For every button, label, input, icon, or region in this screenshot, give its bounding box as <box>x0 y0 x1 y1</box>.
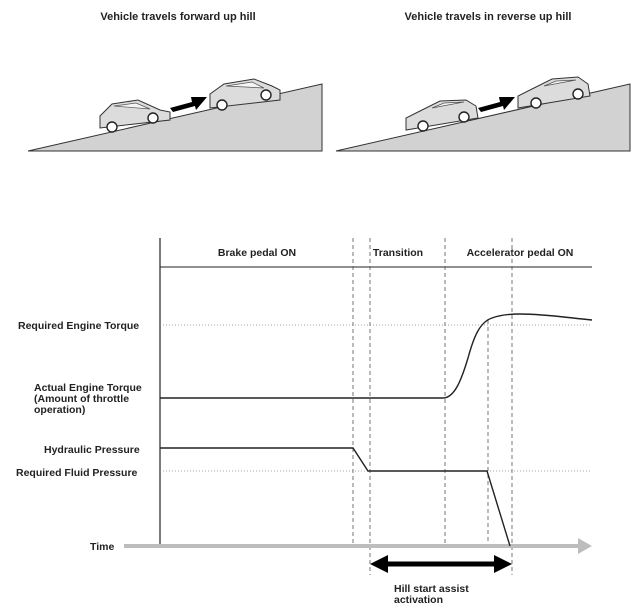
hydraulic-pressure-line <box>160 447 511 547</box>
timing-chart: Brake pedal ON Transition Accelerator pe… <box>16 238 593 606</box>
hsa-label-line2: activation <box>394 594 443 606</box>
required-fluid-pressure-label: Required Fluid Pressure <box>16 467 138 479</box>
hsa-activation-arrow-icon <box>370 555 512 573</box>
time-axis <box>124 538 592 554</box>
forward-scene <box>27 78 323 152</box>
required-engine-torque-label: Required Engine Torque <box>18 320 139 332</box>
time-axis-label: Time <box>90 541 114 553</box>
engine-torque-curve <box>160 313 593 399</box>
reverse-scene <box>335 76 631 152</box>
reverse-scene-caption: Vehicle travels in reverse up hill <box>405 11 572 23</box>
arrow-right-icon <box>478 97 515 112</box>
phase-transition-label: Transition <box>373 247 423 259</box>
arrow-right-icon <box>170 97 207 112</box>
forward-scene-caption: Vehicle travels forward up hill <box>100 11 255 23</box>
hydraulic-pressure-label: Hydraulic Pressure <box>44 444 140 456</box>
car-icon <box>99 99 171 133</box>
phase-dividers <box>352 238 513 575</box>
car-icon <box>517 76 591 109</box>
phase-brake-label: Brake pedal ON <box>218 247 296 259</box>
actual-engine-torque-label-line2: (Amount of throttle <box>34 393 129 405</box>
hsa-label: Hill start assist <box>394 583 469 595</box>
phase-accelerator-label: Accelerator pedal ON <box>467 247 574 259</box>
actual-engine-torque-label-line3: operation) <box>34 404 85 416</box>
actual-engine-torque-label: Actual Engine Torque <box>34 382 142 394</box>
car-icon <box>405 99 479 132</box>
car-icon <box>209 78 281 111</box>
